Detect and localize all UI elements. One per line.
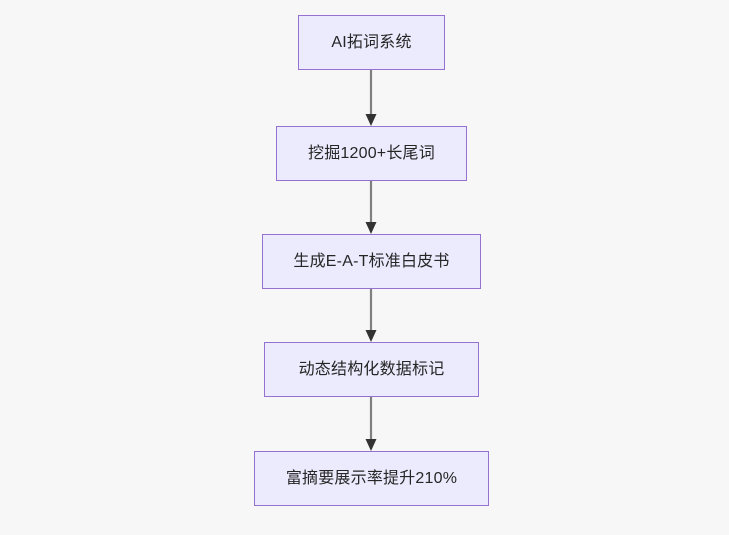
flow-connector-4-5: [360, 397, 382, 451]
flow-node-dynamic-structured-data-markup[interactable]: 动态结构化数据标记: [264, 342, 479, 397]
flow-node-label: AI拓词系统: [331, 33, 412, 51]
flow-node-mine-longtail-keywords[interactable]: 挖掘1200+长尾词: [276, 126, 467, 181]
flow-node-label: 生成E-A-T标准白皮书: [293, 252, 450, 270]
flow-connector-2-3: [360, 181, 382, 234]
flow-node-label: 挖掘1200+长尾词: [308, 144, 435, 162]
flow-connector-1-2: [360, 70, 382, 126]
flow-node-rich-snippet-impression-lift[interactable]: 富摘要展示率提升210%: [254, 451, 489, 506]
flow-connector-3-4: [360, 289, 382, 342]
flow-node-generate-eat-whitepaper[interactable]: 生成E-A-T标准白皮书: [262, 234, 481, 289]
flow-node-label: 富摘要展示率提升210%: [285, 469, 458, 487]
flow-node-label: 动态结构化数据标记: [298, 360, 445, 378]
flow-node-ai-keyword-system[interactable]: AI拓词系统: [298, 15, 445, 70]
